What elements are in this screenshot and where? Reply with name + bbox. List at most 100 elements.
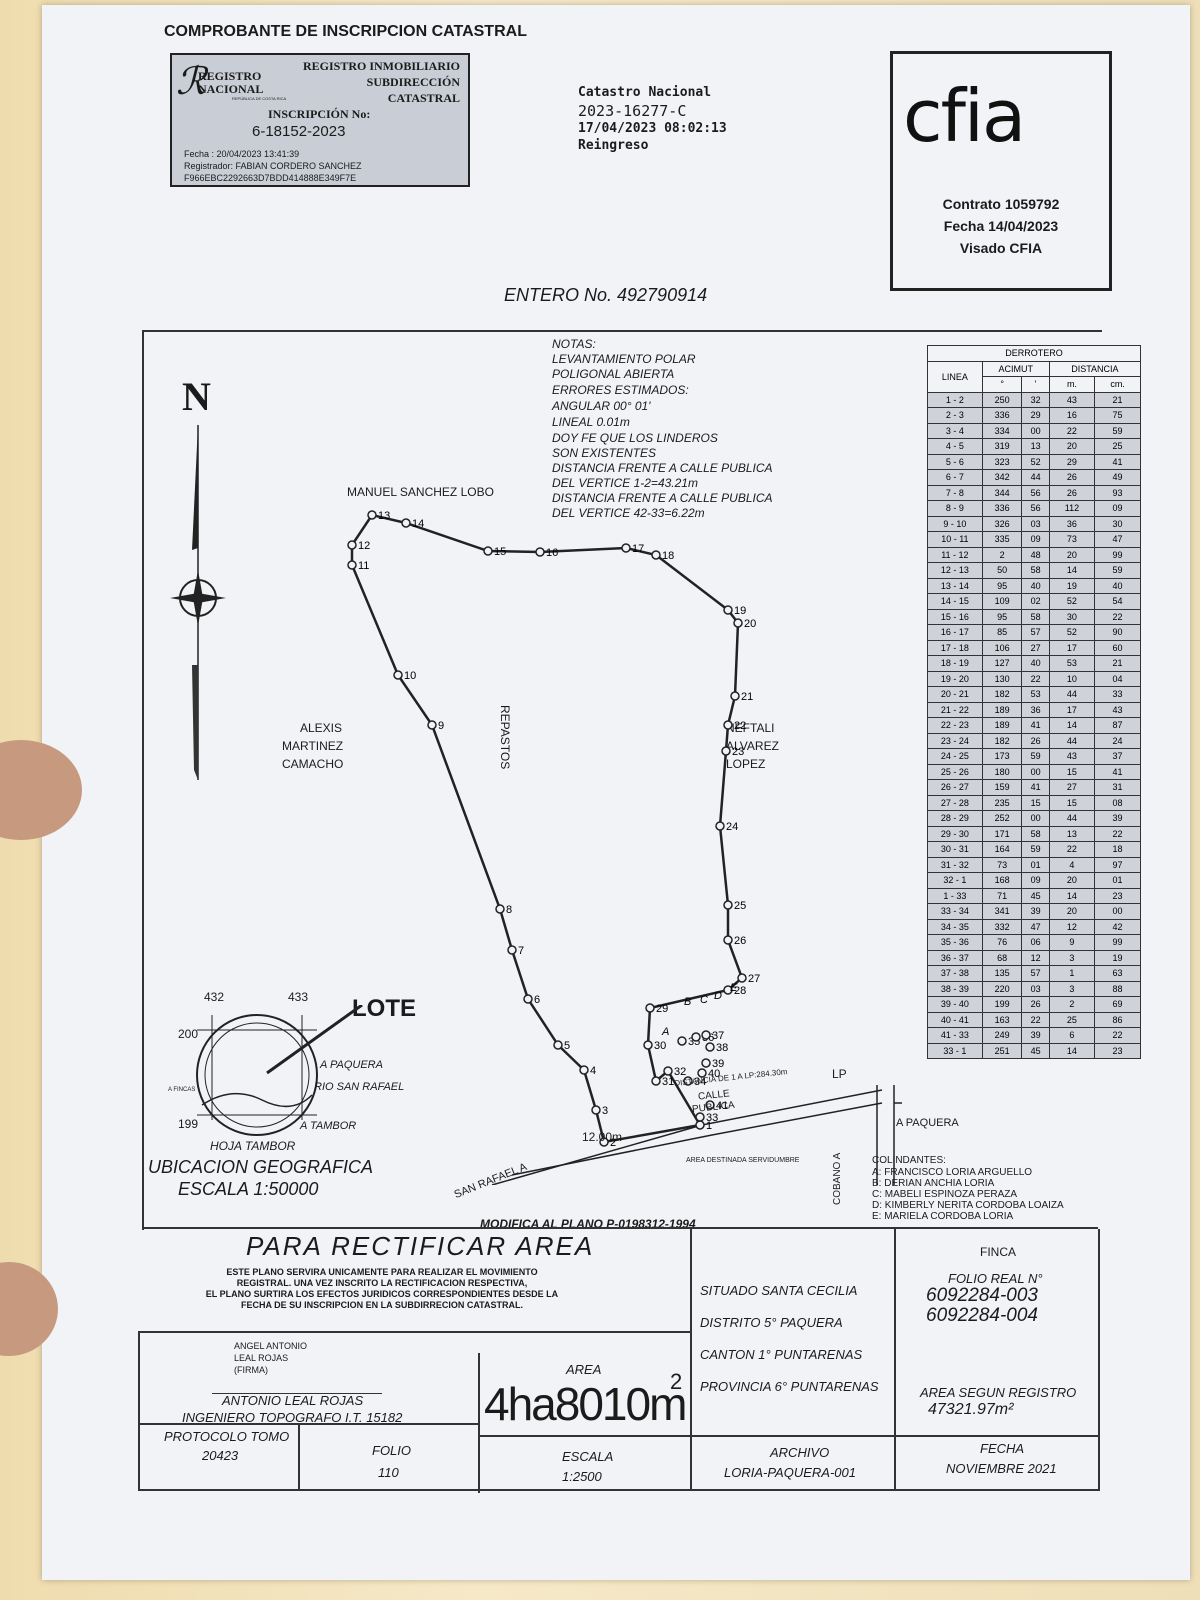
colindantes-block: COLINDANTES: A: FRANCISCO LORIA ARGUELLO…: [872, 1155, 1064, 1222]
derrotero-cell: 38 - 39: [927, 980, 983, 997]
vertex-marker: [737, 973, 747, 983]
derrotero-cell: 335: [981, 531, 1023, 548]
derrotero-cell: 04: [1094, 670, 1141, 687]
area-servidumbre: AREA DESTINADA SERVIDUMBRE: [686, 1157, 800, 1164]
catastro-number: 2023-16277-C: [578, 102, 687, 120]
cfia-stamp: cfia Contrato 1059792 Fecha 14/04/2023 V…: [890, 51, 1112, 291]
vertex-marker: [723, 935, 733, 945]
derrotero-cell: 43: [1048, 748, 1096, 765]
derrotero-cell: 69: [1094, 996, 1141, 1013]
derrotero-cell: 5 - 6: [927, 453, 983, 470]
footer-vline: [690, 1229, 692, 1491]
registro-stamp: ℛ REGISTRO NACIONAL REPÚBLICA DE COSTA R…: [170, 53, 470, 187]
vertex-marker: [535, 547, 545, 557]
vertex-marker: [621, 543, 631, 553]
colindante-item: A: FRANCISCO LORIA ARGUELLO: [872, 1167, 1033, 1178]
derrotero-cell: 2: [1048, 996, 1096, 1013]
derrotero-cell: 15: [1048, 794, 1096, 811]
logo-line2: NACIONAL: [198, 82, 264, 96]
derrotero-cell: 22: [1021, 670, 1050, 687]
derrotero-cell: 44: [1048, 810, 1096, 827]
lp-label: LP: [832, 1067, 847, 1081]
derrotero-cell: 57: [1021, 624, 1050, 641]
derrotero-cell: 29: [1021, 407, 1050, 424]
derrotero-cell: 41: [1021, 779, 1050, 796]
rectificar-paragraph: ESTE PLANO SERVIRA UNICAMENTE PARA REALI…: [172, 1267, 592, 1311]
derrotero-cell: 30 - 31: [927, 841, 983, 858]
vertex-label: 1: [706, 1120, 712, 1132]
derrotero-cell: 14: [1048, 717, 1096, 734]
vertex-marker: [427, 720, 437, 730]
colindante-letter: C: [700, 994, 708, 1006]
vertex-label: 3: [602, 1105, 608, 1117]
derrotero-cell: 6: [1048, 1027, 1096, 1044]
derrotero-cell: 4: [1048, 856, 1096, 873]
ubicacion-title: UBICACION GEOGRAFICA: [148, 1157, 374, 1177]
neighbor-east: ALVAREZ: [726, 739, 779, 753]
vertex-label: 30: [654, 1040, 666, 1052]
derrotero-cell: 127: [981, 655, 1023, 672]
vertex-label: 5: [564, 1040, 570, 1052]
vertex-label: 9: [438, 720, 444, 732]
derrotero-cell: 3: [1048, 980, 1096, 997]
derrotero-cell: 00: [1094, 903, 1141, 920]
vertex-marker: [701, 1058, 711, 1068]
folio-real-2: 6092284-004: [926, 1305, 1038, 1326]
vertex-label: 25: [734, 900, 746, 912]
derrotero-cell: 34 - 35: [927, 918, 983, 935]
grid-number: 199: [178, 1117, 199, 1131]
derrotero-cell: 36 - 37: [927, 949, 983, 966]
derrotero-cell: 87: [1094, 717, 1141, 734]
derrotero-cell: 99: [1094, 934, 1141, 951]
derrotero-cell: 43: [1094, 701, 1141, 718]
paragraph-line: FECHA DE SU INSCRIPCION EN LA SUBDIRRECI…: [240, 1300, 523, 1310]
vertex-label: 17: [632, 543, 644, 555]
derrotero-cell: 24 - 25: [927, 748, 983, 765]
registro-line3: CATASTRAL: [387, 91, 460, 105]
vertex-label: 20: [744, 618, 756, 630]
vertex-marker: [347, 540, 357, 550]
note-line: DISTANCIA FRENTE A CALLE PUBLICA: [552, 461, 773, 475]
vertex-label: 4: [590, 1065, 596, 1077]
vertex-marker: [697, 1068, 707, 1078]
derrotero-cell: 57: [1021, 965, 1050, 982]
footer-vline: [1098, 1229, 1100, 1491]
vertex-label: 10: [404, 670, 416, 682]
derrotero-cell: 29: [1048, 453, 1096, 470]
vertex-label: 29: [656, 1003, 668, 1015]
colindantes-title: COLINDANTES:: [872, 1155, 946, 1166]
derrotero-title: DERROTERO: [927, 345, 1141, 362]
derrotero-cell: 23 - 24: [927, 732, 983, 749]
derrotero-cell: 52: [1021, 453, 1050, 470]
vertex-label: 40: [708, 1068, 720, 1080]
derrotero-cell: 53: [1021, 686, 1050, 703]
folio-label: FOLIO: [372, 1443, 412, 1458]
derrotero-cell: 56: [1021, 500, 1050, 517]
vertex-label: 38: [716, 1042, 728, 1054]
derrotero-cell: 25 - 26: [927, 763, 983, 780]
derrotero-cell: 20: [1048, 903, 1096, 920]
paragraph-line: EL PLANO SURTIRA LOS EFECTOS JURIDICOS C…: [205, 1289, 559, 1299]
folio-value: 110: [378, 1465, 399, 1480]
surveyor-name: ANTONIO LEAL ROJAS: [222, 1393, 364, 1408]
sub-cm: cm.: [1094, 376, 1141, 393]
derrotero-cell: 41: [1094, 453, 1141, 470]
derrotero-cell: 26: [1021, 732, 1050, 749]
area-superscript: 2: [670, 1369, 683, 1394]
derrotero-cell: 14 - 15: [927, 593, 983, 610]
derrotero-cell: 250: [981, 391, 1023, 408]
derrotero-cell: 28 - 29: [927, 810, 983, 827]
vertex-label: 15: [494, 546, 506, 558]
derrotero-cell: 31 - 32: [927, 856, 983, 873]
derrotero-cell: 00: [1021, 763, 1050, 780]
vertex-marker: [367, 510, 377, 520]
col-acimut: ACIMUT: [981, 360, 1050, 377]
vertex-label: 11: [358, 560, 369, 572]
